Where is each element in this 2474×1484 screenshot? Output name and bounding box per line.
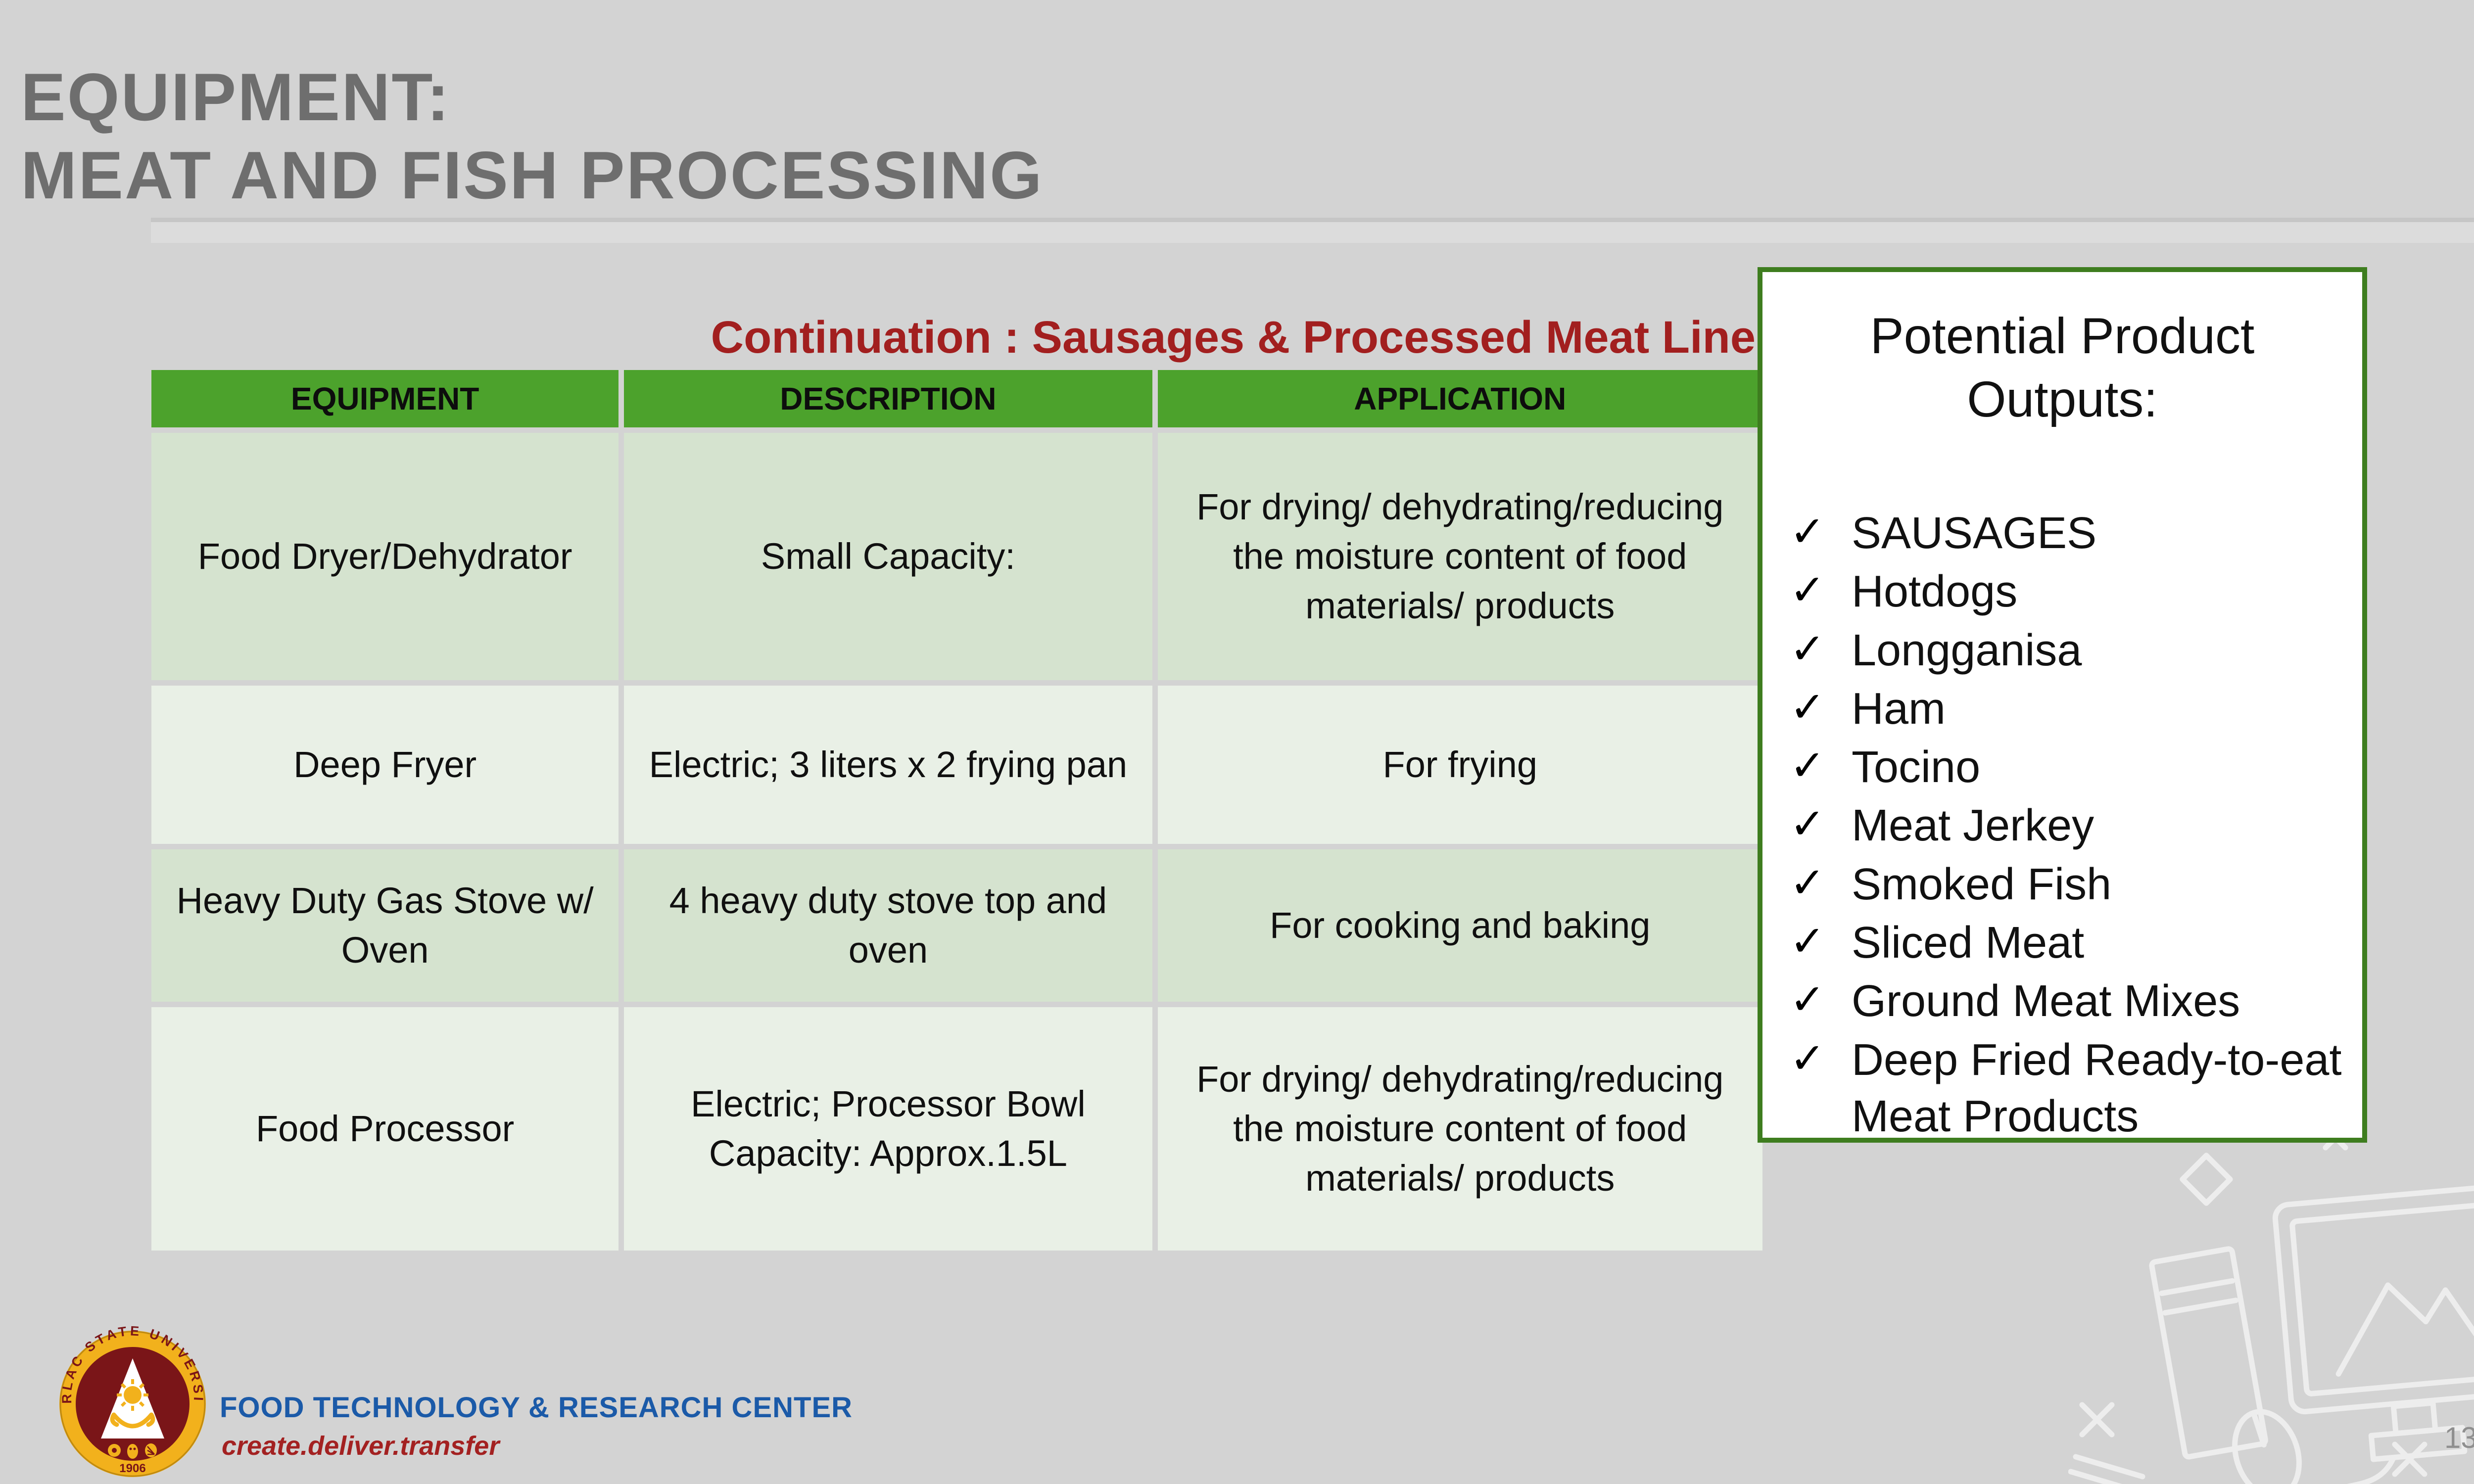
cell-description: Electric; Processor Bowl Capacity: Appro… bbox=[624, 1007, 1152, 1251]
column-header-description: DESCRIPTION bbox=[624, 370, 1152, 427]
list-item: ✓Ground Meat Mixes bbox=[1790, 973, 2347, 1029]
mouse-doodle-icon bbox=[2232, 1409, 2302, 1484]
seal-sun-icon bbox=[117, 1379, 148, 1411]
cell-application: For frying bbox=[1157, 686, 1762, 844]
pc-tower-doodle-icon bbox=[2149, 1246, 2268, 1460]
tsu-seal-logo: TARLAC STATE UNIVERSITY 1906 bbox=[58, 1326, 206, 1477]
checkmark-icon: ✓ bbox=[1790, 742, 1826, 790]
seal-year: 1906 bbox=[119, 1462, 145, 1475]
list-item: ✓Deep Fried Ready-to-eat Meat Products bbox=[1790, 1032, 2347, 1145]
checkmark-icon: ✓ bbox=[1790, 683, 1826, 731]
cell-application: For drying/ dehydrating/reducing the moi… bbox=[1157, 433, 1762, 680]
list-item: ✓Ham bbox=[1790, 681, 2347, 737]
cell-application: For drying/ dehydrating/reducing the moi… bbox=[1157, 1007, 1762, 1251]
column-header-equipment: EQUIPMENT bbox=[151, 370, 619, 427]
sparkle-doodle-icon bbox=[2079, 1128, 2427, 1477]
cell-description: 4 heavy duty stove top and oven bbox=[624, 849, 1152, 1002]
checkmark-icon: ✓ bbox=[1790, 566, 1826, 614]
list-item: ✓Tocino bbox=[1790, 739, 2347, 795]
checkmark-icon: ✓ bbox=[1790, 859, 1826, 907]
list-item: ✓Smoked Fish bbox=[1790, 856, 2347, 913]
cell-equipment: Deep Fryer bbox=[151, 686, 619, 844]
cell-equipment: Food Processor bbox=[151, 1007, 619, 1251]
footer-org-name: FOOD TECHNOLOGY & RESEARCH CENTER bbox=[220, 1391, 853, 1424]
cell-application: For cooking and baking bbox=[1157, 849, 1762, 1002]
outputs-panel-title: Potential Product Outputs: bbox=[1870, 308, 2255, 427]
page-number: 13 bbox=[2444, 1421, 2474, 1454]
list-item: ✓Hotdogs bbox=[1790, 563, 2347, 620]
table-header-row: EQUIPMENT DESCRIPTION APPLICATION bbox=[151, 370, 1762, 427]
equipment-table: EQUIPMENT DESCRIPTION APPLICATION Food D… bbox=[146, 365, 1768, 1256]
monitor-doodle-icon bbox=[2272, 1183, 2474, 1484]
cell-description: Small Capacity: bbox=[624, 433, 1152, 680]
tech-doodles-graphic bbox=[2068, 1128, 2474, 1484]
checkmark-icon: ✓ bbox=[1790, 508, 1826, 556]
cell-equipment: Heavy Duty Gas Stove w/ Oven bbox=[151, 849, 619, 1002]
checkmark-icon: ✓ bbox=[1790, 1034, 1826, 1082]
potential-outputs-panel: Potential Product Outputs: ✓SAUSAGES ✓Ho… bbox=[1758, 267, 2367, 1143]
footer-tagline: create.deliver.transfer bbox=[222, 1431, 500, 1461]
page-title-line1: EQUIPMENT: bbox=[21, 59, 451, 135]
pen-doodle-icon bbox=[2068, 1454, 2145, 1484]
cell-equipment: Food Dryer/Dehydrator bbox=[151, 433, 619, 680]
page-title-line2: MEAT AND FISH PROCESSING bbox=[21, 137, 1044, 213]
list-item: ✓SAUSAGES bbox=[1790, 505, 2347, 561]
outputs-list: ✓SAUSAGES ✓Hotdogs ✓Longganisa ✓Ham ✓Toc… bbox=[1762, 505, 2362, 1145]
checkmark-icon: ✓ bbox=[1790, 625, 1826, 673]
cell-description: Electric; 3 liters x 2 frying pan bbox=[624, 686, 1152, 844]
table-row: Deep Fryer Electric; 3 liters x 2 frying… bbox=[151, 686, 1762, 844]
list-item: ✓Longganisa bbox=[1790, 622, 2347, 679]
list-item: ✓Meat Jerkey bbox=[1790, 797, 2347, 854]
table-row: Food Dryer/Dehydrator Small Capacity: Fo… bbox=[151, 433, 1762, 680]
checkmark-icon: ✓ bbox=[1790, 800, 1826, 848]
seal-emblem-icons bbox=[108, 1443, 157, 1459]
list-item: ✓Sliced Meat bbox=[1790, 915, 2347, 971]
checkmark-icon: ✓ bbox=[1790, 918, 1826, 966]
seal-hands-icon bbox=[110, 1412, 155, 1429]
title-underline-divider bbox=[151, 218, 2474, 243]
checkmark-icon: ✓ bbox=[1790, 976, 1826, 1024]
table-row: Heavy Duty Gas Stove w/ Oven 4 heavy dut… bbox=[151, 849, 1762, 1002]
table-section-heading: Continuation : Sausages & Processed Meat… bbox=[711, 312, 1756, 363]
diamond-doodle-icon bbox=[2180, 1153, 2233, 1206]
table-row: Food Processor Electric; Processor Bowl … bbox=[151, 1007, 1762, 1251]
page-title: EQUIPMENT: MEAT AND FISH PROCESSING bbox=[21, 58, 1044, 215]
column-header-application: APPLICATION bbox=[1157, 370, 1762, 427]
